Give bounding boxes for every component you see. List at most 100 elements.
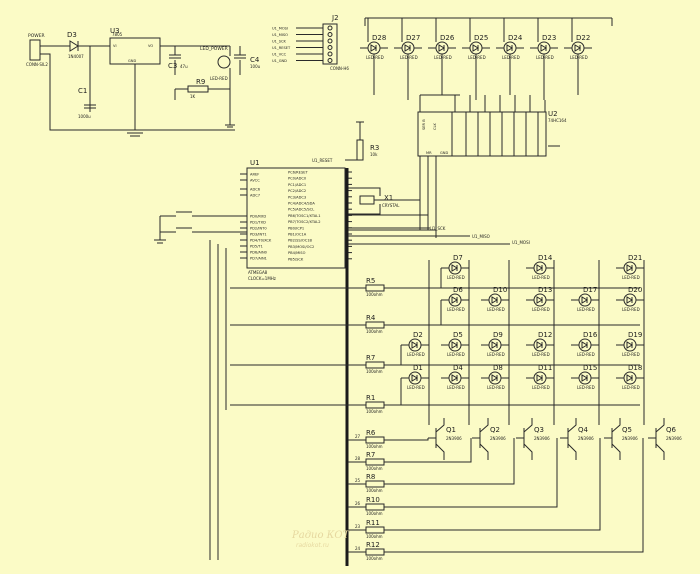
isp-pin-1 <box>327 32 333 37</box>
matrix-led-d19-ref: D19 <box>628 331 642 339</box>
bus-pin-number-3: 26 <box>355 501 361 506</box>
mcu-right-pin-8: PB7/TOSC2/XTAL2 <box>288 220 321 224</box>
power-led-value: LED-RED <box>210 76 228 81</box>
mcu-left-pin-11: PD7/AIN1 <box>250 257 267 261</box>
bus-pin-number-5: 24 <box>355 546 361 551</box>
mcu-right-pin-11: PB2/SS/OC1B <box>288 239 313 243</box>
top-led-row: D28LED-REDD27LED-REDD26LED-REDD25LED-RED… <box>360 17 613 100</box>
bus-pin-number-4: 23 <box>355 524 361 529</box>
matrix-led-d6-value: LED-RED <box>447 307 465 312</box>
base-resistor-0-value: 100ohm <box>366 444 383 449</box>
matrix-led-d4-value: LED-RED <box>447 385 465 390</box>
base-resistor-5-ref: R12 <box>366 541 380 549</box>
base-resistor-0-ref: R6 <box>366 429 376 437</box>
cap-c1-value: 1000u <box>78 114 91 119</box>
mcu-left-pin-4: PD0/RXD <box>250 215 266 219</box>
matrix-led-d2-ref: D2 <box>413 331 423 339</box>
regulator-pin-vo: VO <box>148 44 153 48</box>
matrix-led-d1-ref: D1 <box>413 364 423 372</box>
base-resistor-3-ref: R10 <box>366 496 380 504</box>
power-led-ref: LED_POWER <box>200 46 228 52</box>
top-led-d22-ref: D22 <box>576 34 590 42</box>
mcu-right-pin-6: PC5/ADC5/SCL <box>288 208 314 212</box>
matrix-led-d9-value: LED-RED <box>487 352 505 357</box>
led-matrix: R5100ohmR4100ohmR7100ohmR1100ohmD7LED-RE… <box>230 254 645 425</box>
bus-pin-number-0: 27 <box>355 434 361 439</box>
power-conn-value: CONN-SIL2 <box>26 62 48 67</box>
matrix-led-d10-value: LED-RED <box>487 307 505 312</box>
mcu-right-pin-10: PB1/OC1A <box>288 233 307 237</box>
matrix-led-d11-ref: D11 <box>538 364 552 372</box>
matrix-led-d6-ref: D6 <box>453 286 463 294</box>
transistor-q1-value: 2N3906 <box>446 436 462 441</box>
base-resistor-2-value: 100ohm <box>366 488 383 493</box>
resistor-r9 <box>187 85 209 93</box>
transistor-q2-value: 2N3906 <box>490 436 506 441</box>
crystal-x1 <box>359 195 375 205</box>
transistor-drivers: R6100ohmR7100ohmR8100ohmR10100ohmR11100o… <box>348 418 682 561</box>
base-resistor-2-ref: R8 <box>366 473 375 481</box>
transistor-q4: Q4 2N3906 <box>560 418 594 460</box>
power-led-symbol <box>217 55 231 69</box>
matrix-led-d15-value: LED-RED <box>577 385 595 390</box>
shift-pin-ser-b: SER B <box>422 119 426 130</box>
shift-register-u2: U2 74HC164 SER B CLK MR GND <box>344 94 567 238</box>
transistor-q4-value: 2N3906 <box>578 436 594 441</box>
shift-register-ref: U2 <box>548 110 558 118</box>
shift-pin-mr: MR <box>426 151 432 155</box>
transistor-q3-ref: Q3 <box>534 426 544 434</box>
mcu-left-pin-1: AVCC <box>250 179 260 183</box>
isp-ref: J2 <box>331 14 339 22</box>
row-resistor-3-ref: R1 <box>366 394 375 402</box>
transistor-q4-ref: Q4 <box>578 426 589 434</box>
watermark-site: radiokot.ru <box>296 542 329 549</box>
mcu-right-pin-13: PB4/MISO <box>288 251 306 255</box>
row-resistor-2-ref: R7 <box>366 354 375 362</box>
shift-register-value: 74HC164 <box>548 118 567 123</box>
mcu-right-pin-4: PC3/ADC3 <box>288 195 306 199</box>
crystal-value: CRYSTAL <box>382 203 400 208</box>
base-resistor-0: R6 100ohm <box>365 429 385 449</box>
regulator-u3 <box>109 37 161 65</box>
mcu-left-pin-0: AREF <box>250 173 259 177</box>
isp-pin-label-4: U1_VCC <box>272 53 287 57</box>
mcu-left-pin-6: PD2/INT0 <box>250 227 267 231</box>
resistor-r9-ref: R9 <box>196 78 205 86</box>
crystal-ref: X1 <box>384 194 393 202</box>
power-conn-label: POWER <box>28 33 45 39</box>
row-resistor-0-ref: R5 <box>366 277 375 285</box>
top-led-d26-value: LED-RED <box>434 55 452 60</box>
mcu-right-pin-2: PC1/ADC1 <box>288 183 306 187</box>
net-label-mosi: U1_MOSI <box>512 240 530 245</box>
matrix-led-d8-value: LED-RED <box>487 385 505 390</box>
diode-d3-value: 1N4007 <box>68 54 84 59</box>
base-resistor-1-ref: R7 <box>366 451 375 459</box>
matrix-led-d4-ref: D4 <box>453 364 463 372</box>
cap-c3-value: 47u <box>180 64 188 69</box>
matrix-led-d18-value: LED-RED <box>622 385 640 390</box>
isp-header-body <box>322 23 338 65</box>
matrix-led-d12-ref: D12 <box>538 331 552 339</box>
resistor-r3-value: 10k <box>370 152 378 157</box>
isp-pin-4 <box>327 51 333 57</box>
mcu-value: ATMEGA8 <box>248 270 268 275</box>
matrix-led-d14-ref: D14 <box>538 254 553 262</box>
row-resistor-1-ref: R4 <box>366 314 376 322</box>
transistor-q6-ref: Q6 <box>666 426 677 434</box>
base-resistor-2: R8 100ohm <box>365 473 385 493</box>
mcu-clock: CLOCK=1MHz <box>248 276 276 281</box>
mcu-left-pin-7: PD3/INT1 <box>250 233 267 237</box>
